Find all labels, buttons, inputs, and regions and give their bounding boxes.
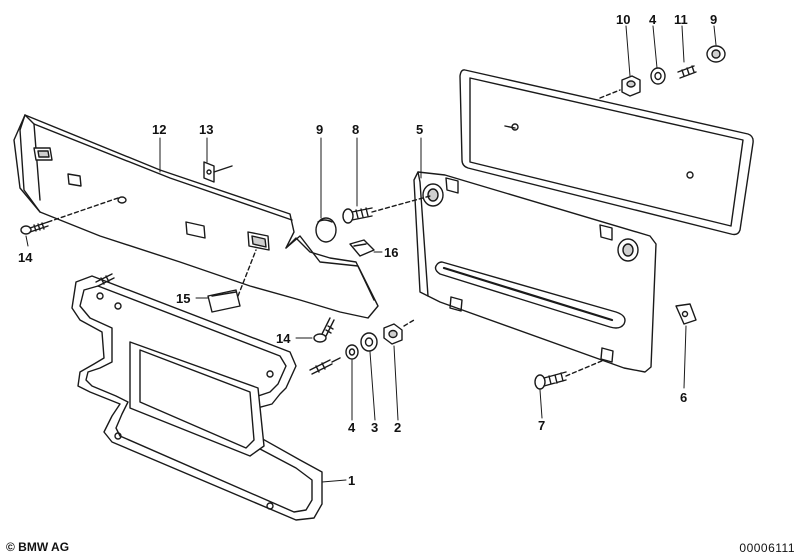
callout-9-top: 9: [710, 12, 717, 27]
clip-13: [203, 161, 233, 183]
nut-10: [599, 75, 641, 99]
screw-14-mid: [313, 317, 335, 343]
cover-15: [207, 249, 257, 313]
nut-2: [383, 319, 415, 345]
callout-1: 1: [348, 473, 355, 488]
washer-4-mid: [345, 344, 359, 360]
cap-9: [315, 217, 337, 243]
washer-3: [360, 332, 378, 352]
leader-lines: [25, 25, 717, 483]
washer-4-top: [650, 67, 666, 85]
document-number: 00006111: [739, 541, 795, 555]
copyright-notice: © BMW AG: [6, 540, 70, 554]
callout-9-left: 9: [316, 122, 323, 137]
callout-4-mid: 4: [348, 420, 356, 435]
bumper-panel: [13, 114, 379, 319]
clip-6: [675, 303, 697, 325]
plate-bracket: [71, 275, 323, 521]
callout-3: 3: [371, 420, 378, 435]
callout-7: 7: [538, 418, 545, 433]
callout-16: 16: [384, 245, 398, 260]
callout-10: 10: [616, 12, 630, 27]
callout-11: 11: [674, 12, 688, 27]
callout-14-mid: 14: [276, 331, 291, 346]
callout-labels: 1 2 3 4 4 5 6 7 8 9 9 10 11 12 13 14 14 …: [18, 12, 717, 488]
screw-11: [677, 65, 697, 79]
callout-6: 6: [680, 390, 687, 405]
callout-4-top: 4: [649, 12, 657, 27]
screw-14-left: [20, 197, 119, 235]
mounting-plate: [413, 171, 657, 373]
screw-8: [342, 195, 431, 224]
callout-8: 8: [352, 122, 359, 137]
callout-2: 2: [394, 420, 401, 435]
callout-12: 12: [152, 122, 166, 137]
bolt-bracket: [95, 273, 341, 375]
license-plate: [459, 69, 754, 236]
grommet-9: [706, 45, 726, 63]
callout-15: 15: [176, 291, 190, 306]
screw-7: [534, 359, 605, 390]
clip-16: [349, 239, 375, 257]
callout-5: 5: [416, 122, 423, 137]
callout-14-left: 14: [18, 250, 33, 265]
callout-13: 13: [199, 122, 213, 137]
